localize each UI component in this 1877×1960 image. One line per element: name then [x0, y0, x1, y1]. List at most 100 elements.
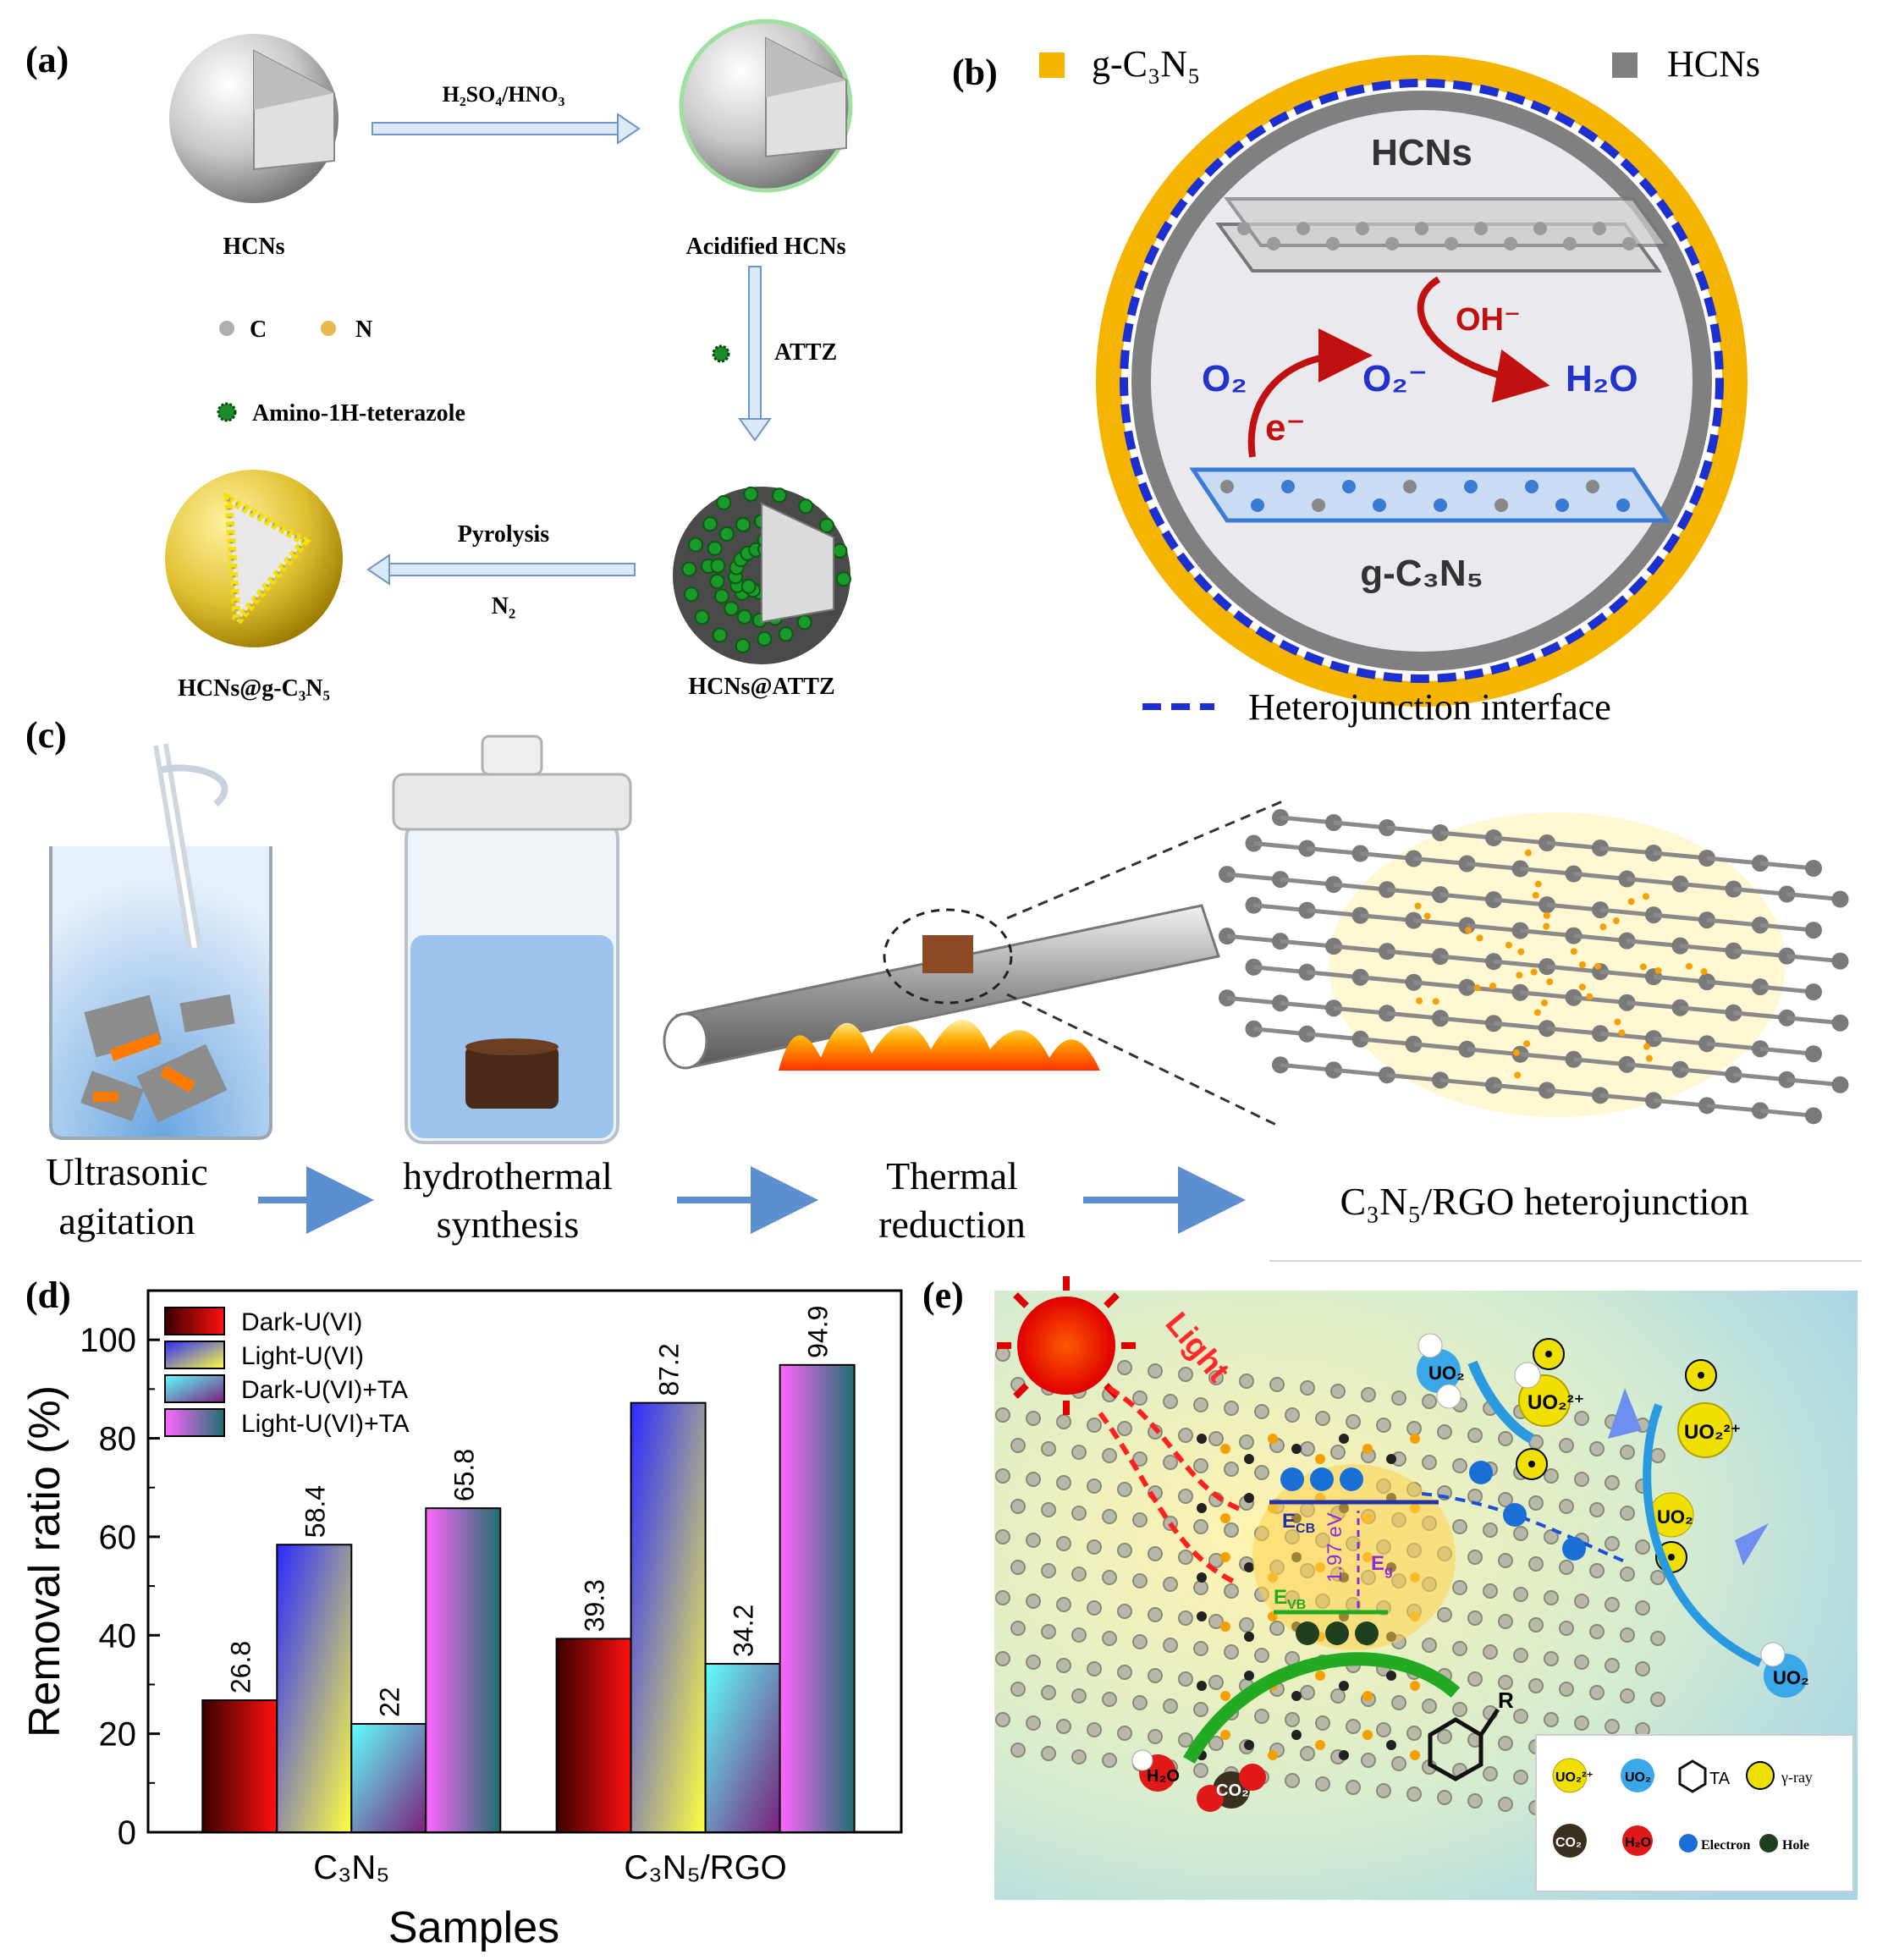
lattice-atom: [1285, 1773, 1300, 1788]
lattice-bond: [1546, 902, 1601, 912]
n-atom: [1599, 923, 1607, 931]
hcns-gc3n5-label: HCNs@g-C₃N₅: [178, 675, 330, 702]
uo2-label-top: UO₂: [1428, 1363, 1465, 1384]
lattice-atom: [1498, 1614, 1513, 1629]
data-label: 65.8: [449, 1449, 479, 1501]
lattice-atom: [1178, 1671, 1193, 1687]
legend-ta-icon: [1678, 1759, 1707, 1793]
lattice-atom: [1483, 1583, 1498, 1599]
carbon-atom: [1533, 222, 1547, 235]
lattice-atom: [1117, 1421, 1132, 1436]
cb-electrons: [1280, 1467, 1363, 1491]
lattice-atom: [1805, 860, 1822, 877]
lattice-atom: [1528, 1556, 1544, 1572]
lattice-atom: [1071, 1749, 1087, 1765]
lattice-atom: [1026, 1594, 1041, 1609]
lattice-atom: [1056, 1475, 1071, 1490]
lattice-atom: [1117, 1726, 1132, 1741]
lattice-atom: [1831, 952, 1849, 970]
lattice-bond: [1520, 990, 1574, 1000]
lattice-atom: [1224, 1644, 1239, 1660]
lattice-atom: [1589, 1502, 1605, 1517]
lattice-atom: [1635, 1661, 1650, 1676]
lattice-bond: [1573, 1057, 1627, 1067]
sheet-atoms: [1220, 222, 1636, 512]
attz-dot: [688, 537, 704, 553]
lattice-atom: [1483, 1766, 1498, 1781]
lattice-atom: [1376, 1722, 1391, 1737]
lattice-bond: [1280, 1000, 1335, 1010]
lattice-atom: [1254, 1465, 1269, 1480]
c3n5-atom: [1251, 498, 1264, 512]
c3n5-atom: [1291, 1730, 1302, 1740]
lattice-atom: [1193, 1580, 1208, 1595]
c3n5-atom: [1410, 1750, 1420, 1760]
c3n5-atom: [1342, 480, 1356, 493]
step1-line2: agitation: [59, 1199, 195, 1242]
lattice-bond: [1599, 1093, 1654, 1103]
panel-a: (a) HCNs H₂SO₄/HNO₃ Acidified HCNs ATTZ: [25, 19, 853, 702]
lattice-atom: [1193, 1641, 1208, 1656]
attz-dot: [716, 494, 732, 510]
n-atom: [1524, 849, 1532, 856]
legend-co2: CO₂: [1555, 1836, 1582, 1850]
c3n5-atom: [1244, 1493, 1254, 1503]
c3n5-atom: [1555, 498, 1569, 512]
lattice-bond: [1733, 1072, 1787, 1082]
lattice-bond: [1253, 965, 1307, 975]
attz-dot: [798, 498, 814, 515]
lattice-atom: [1589, 1441, 1605, 1456]
lattice-atom: [1831, 890, 1849, 908]
reduction-arrow: [1467, 1360, 1534, 1444]
lattice-bond: [1546, 1087, 1601, 1098]
lattice-atom: [1087, 1722, 1102, 1737]
n-atom: [1685, 962, 1693, 970]
bar-light-u-vi-ta: [425, 1507, 502, 1834]
lattice-atom: [1391, 1390, 1406, 1406]
lattice-atom: [1087, 1418, 1102, 1433]
electron-icon: [1469, 1461, 1493, 1484]
lattice-bond: [1733, 1010, 1787, 1021]
lattice-bond: [1493, 959, 1548, 969]
c3n5-atom: [1268, 1434, 1278, 1444]
lattice-bond: [1253, 1027, 1307, 1037]
evb-label: EVB: [1274, 1586, 1306, 1612]
lattice-atom: [1650, 1570, 1665, 1585]
carbon-atom: [1326, 237, 1340, 251]
lattice-atom: [1239, 1617, 1254, 1632]
lattice-atom: [1208, 1431, 1224, 1446]
lattice-atom: [1178, 1367, 1193, 1382]
lattice-atom: [1467, 1550, 1483, 1565]
c3n5-atom: [1220, 1444, 1230, 1454]
c3n5-atom: [1220, 1621, 1230, 1632]
n-atom: [1423, 912, 1431, 920]
n-atom: [1586, 993, 1594, 1000]
lattice-atom: [1208, 1675, 1224, 1690]
n-atom: [1639, 963, 1647, 971]
lattice-atom: [1330, 1445, 1346, 1460]
lattice-atom: [1193, 1397, 1208, 1412]
legend-swatch: [164, 1374, 225, 1403]
lattice-atom: [1026, 1533, 1041, 1548]
legend-ta: TA: [1709, 1770, 1731, 1788]
uo2-2plus-label-right: UO₂²⁺: [1684, 1421, 1741, 1444]
lattice-atom: [1498, 1553, 1513, 1568]
lattice-bond: [1706, 979, 1761, 989]
lattice-bond: [1786, 1077, 1841, 1087]
lattice-bond: [1706, 917, 1761, 928]
c3n5-atom: [1268, 1750, 1278, 1760]
y-axis-label: Removal ratio (%): [20, 1385, 69, 1737]
panel-e: (e) Light: [922, 1275, 1858, 1900]
electron-transfer-path: [1421, 1492, 1626, 1563]
c3n5-atom: [1220, 1691, 1230, 1701]
n-atom: [1476, 934, 1483, 942]
lattice-bond: [1653, 974, 1708, 984]
n-atom: [1627, 898, 1635, 906]
lattice-atom: [1071, 1566, 1087, 1582]
attz-dot: [771, 487, 787, 504]
lattice-atom: [1574, 1715, 1589, 1731]
carbon-atom: [1445, 237, 1458, 251]
bar-dark-u-vi-: [201, 1699, 278, 1834]
lattice-atom: [1010, 1621, 1026, 1636]
lattice-atom: [1467, 1671, 1483, 1687]
